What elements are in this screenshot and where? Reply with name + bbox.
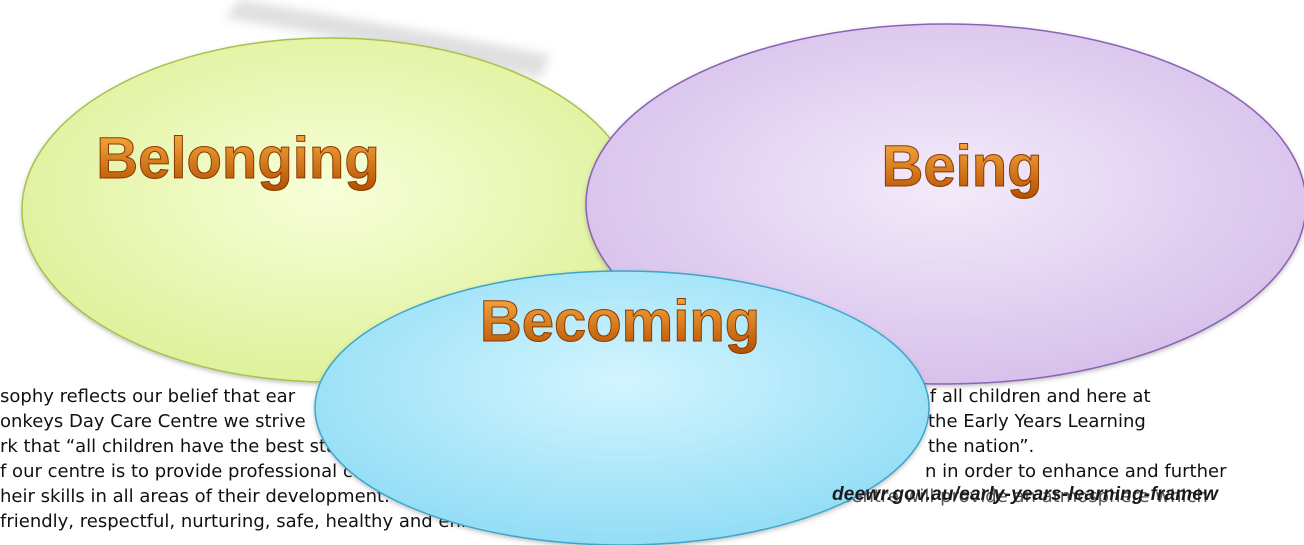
document-fragment: n in order to enhance and further: [925, 461, 1227, 482]
becoming-label: Becoming: [480, 289, 760, 354]
document-line: rk that “all children have the best sta: [0, 436, 338, 457]
document-line: onkeys Day Care Centre we strive: [0, 411, 306, 432]
belonging-label: Belonging: [96, 126, 380, 191]
document-line: friendly, respectful, nurturing, safe, h…: [0, 511, 512, 532]
document-line: heir skills in all areas of their develo…: [0, 486, 430, 507]
document-line: sophy reflects our belief that ear: [0, 386, 296, 407]
document-line: f our centre is to provide professional …: [0, 461, 364, 482]
being-label: Being: [881, 134, 1042, 199]
source-url: deewr.gov.au/early-years-learning-framew: [832, 484, 1219, 505]
becoming-circle: [314, 270, 930, 545]
document-fragment: e Centre will provide an atmosphere whic…: [822, 486, 1208, 507]
document-fragment: the nation”.: [928, 436, 1035, 457]
document-fragment: the Early Years Learning: [928, 411, 1146, 432]
document-fragment: t of all children and here at: [906, 386, 1151, 407]
